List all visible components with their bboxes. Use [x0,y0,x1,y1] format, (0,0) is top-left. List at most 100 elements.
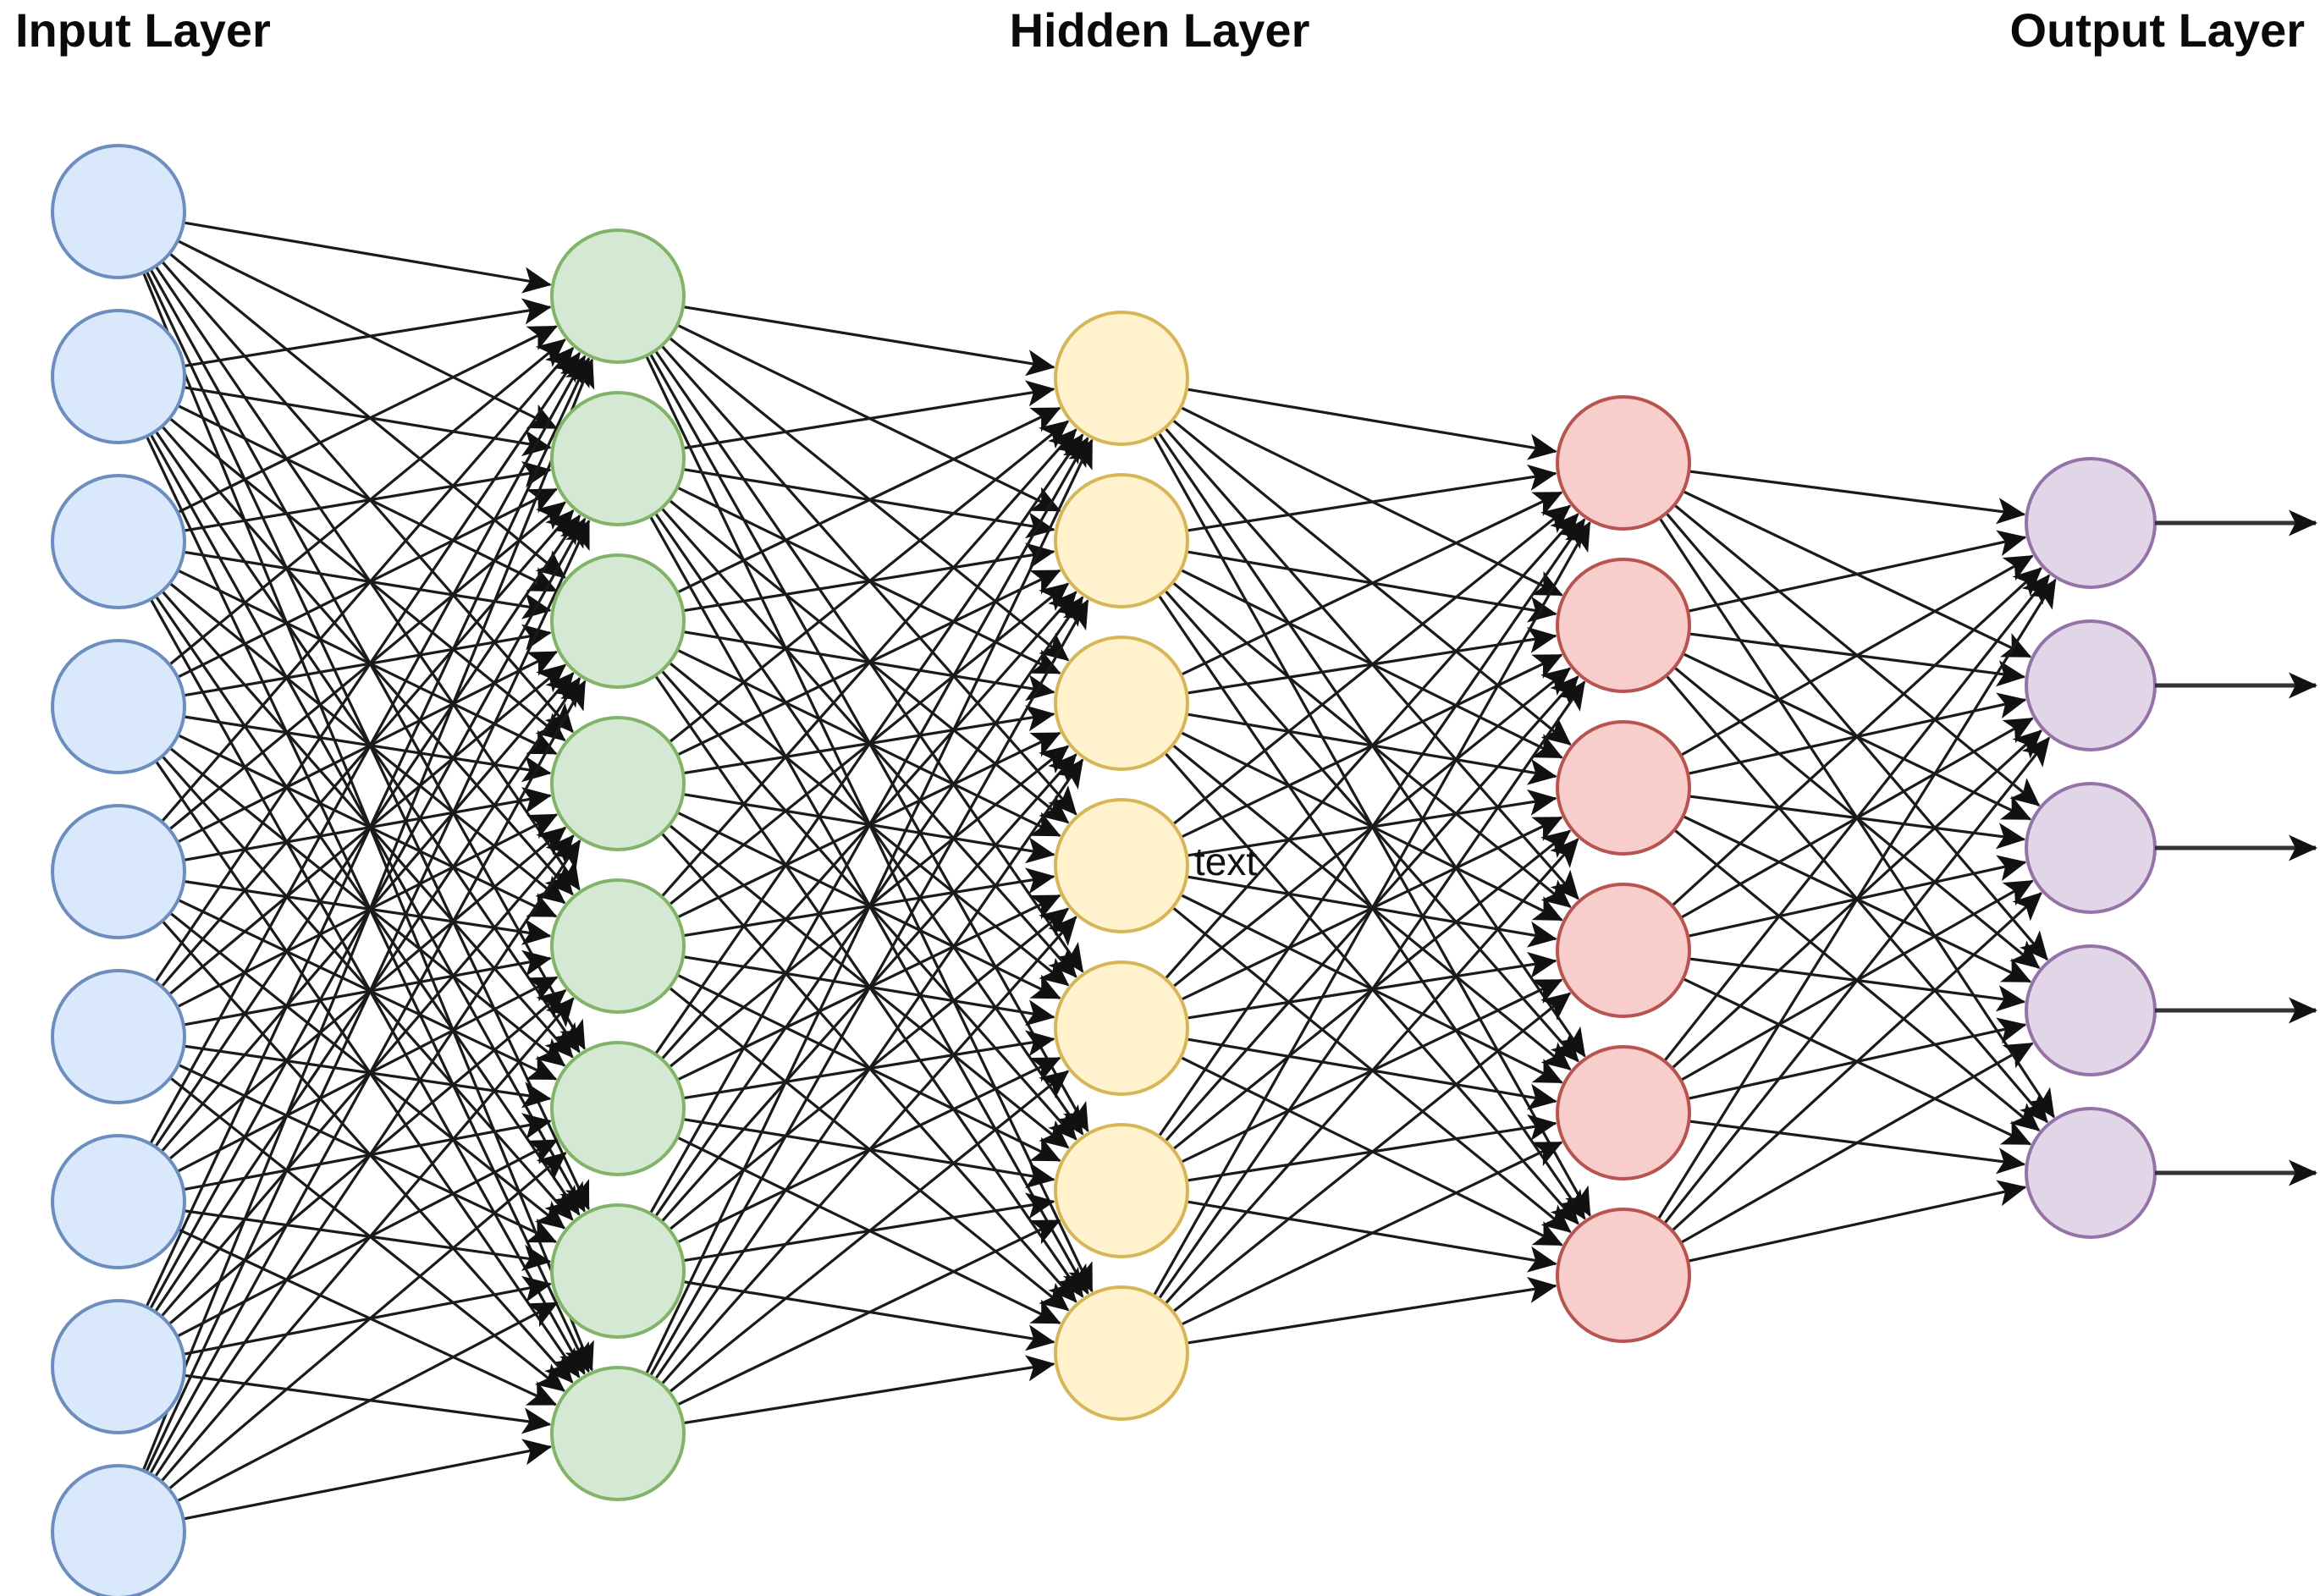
connection-edge [1671,892,2042,1232]
node-output-layer-4[interactable] [2025,944,2157,1076]
connection-edge [183,1275,553,1356]
connection-edge [177,734,558,918]
connection-edge [145,356,591,1307]
node-hidden-layer-1-4[interactable] [550,716,686,851]
node-hidden-layer-3-5[interactable] [1556,1045,1691,1180]
connection-edge [648,437,1089,1214]
node-hidden-layer-1-5[interactable] [550,878,686,1014]
connection-edge [682,1355,1055,1425]
node-hidden-layer-3-2[interactable] [1556,558,1691,693]
output-layer-title: Output Layer [2010,3,2305,57]
node-hidden-layer-1-1[interactable] [550,228,686,364]
node-output-layer-2[interactable] [2025,619,2157,751]
node-hidden-layer-3-4[interactable] [1556,883,1691,1018]
connection-edge [149,355,587,1145]
connection-edge [1663,736,2051,1225]
output-arrows-group [2155,509,2317,1186]
connection-edge [645,438,1094,1375]
connection-edge [1171,504,1572,826]
node-hidden-layer-1-8[interactable] [550,1366,686,1501]
text-note: text [1194,839,1257,883]
node-hidden-layer-3-1[interactable] [1556,395,1691,531]
connection-edge [1656,578,2057,1220]
node-hidden-layer-1-6[interactable] [550,1041,686,1176]
connection-edge [653,758,1084,1380]
nodes-group [51,144,2157,1596]
connection-edge [161,425,574,896]
connection-edge [177,569,558,756]
connection-edge [668,420,1070,744]
connection-edge [176,1302,559,1503]
connection-edge [154,351,581,983]
connection-edge [141,358,595,1472]
connection-edge [161,590,574,1059]
connection-edge [682,305,1055,377]
connection-edge [676,406,1061,594]
connection-edge [1680,554,2034,757]
connection-edge [676,1219,1061,1406]
connection-edge [183,550,552,619]
connection-edge [168,911,565,1230]
connection-edge [183,298,552,368]
node-input-layer-6[interactable] [51,969,186,1104]
node-hidden-layer-2-7[interactable] [1054,1285,1189,1421]
node-input-layer-9[interactable] [51,1464,186,1596]
connection-edge [184,1373,552,1434]
connection-edge [169,1076,565,1392]
node-input-layer-1[interactable] [51,144,186,279]
connection-edge [168,417,566,742]
edges-group [141,221,2057,1521]
connection-edge [1671,567,2042,907]
connection-edge [160,346,575,823]
node-input-layer-4[interactable] [51,639,186,774]
node-hidden-layer-2-1[interactable] [1054,311,1189,446]
connection-edge [177,239,558,430]
connection-edge [168,252,566,579]
connection-edge [1164,513,1579,980]
node-hidden-layer-1-3[interactable] [550,553,686,689]
connection-edge [682,380,1055,450]
connection-edge [1687,530,2027,613]
connection-edge [660,916,1077,1385]
connection-edge [177,898,558,1081]
node-output-layer-5[interactable] [2025,1107,2157,1239]
node-hidden-layer-2-5[interactable] [1054,960,1189,1096]
hidden-layer-title: Hidden Layer [1010,3,1310,57]
connection-edge [1186,388,1557,460]
connection-edge [1186,464,1557,532]
node-hidden-layer-1-2[interactable] [550,391,686,526]
connection-edge [653,433,1084,1055]
connection-edge [183,1439,553,1521]
node-hidden-layer-3-3[interactable] [1556,720,1691,856]
node-input-layer-5[interactable] [51,804,186,939]
connection-edge [183,386,552,457]
connection-edge [1157,518,1586,1137]
node-hidden-layer-1-7[interactable] [550,1203,686,1339]
connection-edge [149,680,587,1475]
node-hidden-layer-3-6[interactable] [1556,1208,1691,1343]
connection-edge [161,755,574,1221]
node-output-layer-3[interactable] [2025,782,2157,914]
node-input-layer-7[interactable] [51,1134,186,1269]
connection-edge [1663,574,2051,1062]
connection-edge [168,338,566,666]
node-input-layer-3[interactable] [51,474,186,609]
connection-edge [177,325,558,515]
node-hidden-layer-2-3[interactable] [1054,636,1189,771]
node-input-layer-8[interactable] [51,1299,186,1434]
connection-edge [183,221,552,294]
node-hidden-layer-2-4[interactable] [1054,798,1189,933]
connection-edge [183,624,552,697]
connection-edge [648,599,1089,1377]
node-hidden-layer-2-6[interactable] [1054,1123,1189,1258]
node-output-layer-1[interactable] [2025,457,2157,589]
connection-edge [154,760,581,1379]
node-input-layer-2[interactable] [51,309,186,444]
node-hidden-layer-2-2[interactable] [1054,473,1189,608]
connection-edge [161,260,574,734]
connection-edge [1680,1042,2034,1244]
connection-edge [1687,1180,2027,1263]
